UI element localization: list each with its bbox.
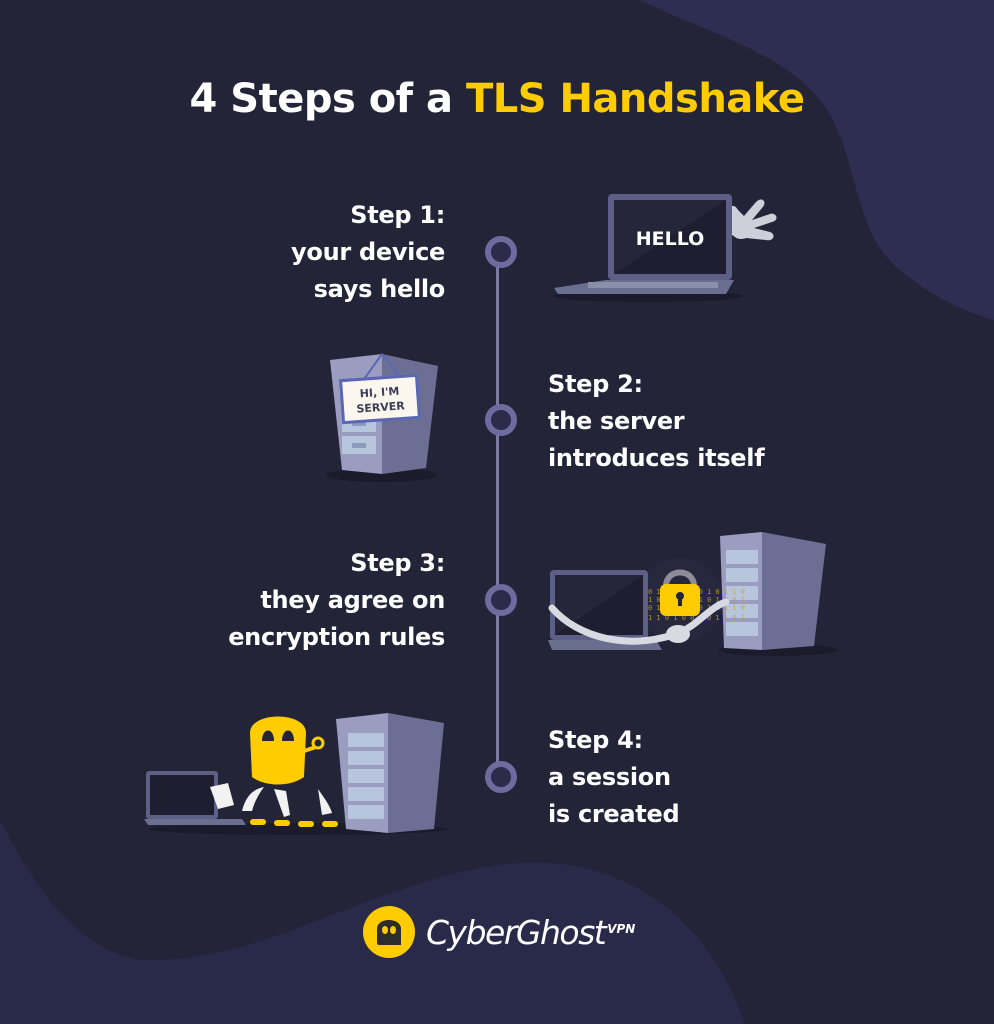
ghost-mascot-icon (250, 716, 306, 785)
step-4-line2: is created (548, 800, 680, 828)
step-2-line2: introduces itself (548, 444, 765, 472)
waving-hand-icon (727, 199, 777, 241)
ghost-logo-icon (363, 906, 415, 958)
title-prefix: 4 Steps of a (189, 76, 466, 122)
brand-suffix: VPN (607, 922, 636, 936)
step-1-text: Step 1: your device says hello (291, 197, 445, 308)
svg-text:HELLO: HELLO (636, 228, 705, 250)
page-title: 4 Steps of a TLS Handshake (0, 76, 994, 122)
step-4-line1: a session (548, 763, 671, 791)
timeline-node-1 (485, 236, 517, 268)
step-1-line2: says hello (313, 275, 446, 303)
brand-logo: CyberGhost VPN (362, 905, 635, 959)
step-4-text: Step 4: a session is created (548, 722, 680, 833)
title-highlight: TLS Handshake (465, 76, 805, 122)
handshake-padlock-illustration: 0 1 1 0 1 0 0 1 0 1 1 0 1 0 0 1 1 0 1 0 … (548, 532, 838, 656)
step-1-line1: your device (291, 238, 445, 266)
step-2-text: Step 2: the server introduces itself (548, 366, 765, 477)
timeline-node-4 (485, 761, 517, 793)
step-3-text: Step 3: they agree on encryption rules (228, 545, 445, 656)
session-created-illustration (144, 713, 448, 835)
step-4-label: Step 4: (548, 726, 643, 754)
timeline-node-3 (485, 584, 517, 616)
server-with-sign-illustration: HI, I'M SERVER (326, 353, 438, 482)
step-3-line1: they agree on (260, 586, 445, 614)
laptop-waving-hello-illustration: HELLO (553, 194, 777, 302)
step-2-label: Step 2: (548, 370, 643, 398)
svg-text:SERVER: SERVER (356, 399, 406, 415)
step-3-label: Step 3: (350, 549, 445, 577)
timeline-node-2 (485, 404, 517, 436)
step-2-line1: the server (548, 407, 685, 435)
step-3-line2: encryption rules (228, 623, 445, 651)
svg-text:HI, I'M: HI, I'M (359, 385, 400, 401)
timeline-line (496, 248, 499, 774)
step-1-label: Step 1: (350, 201, 445, 229)
brand-name: CyberGhost (426, 912, 607, 952)
